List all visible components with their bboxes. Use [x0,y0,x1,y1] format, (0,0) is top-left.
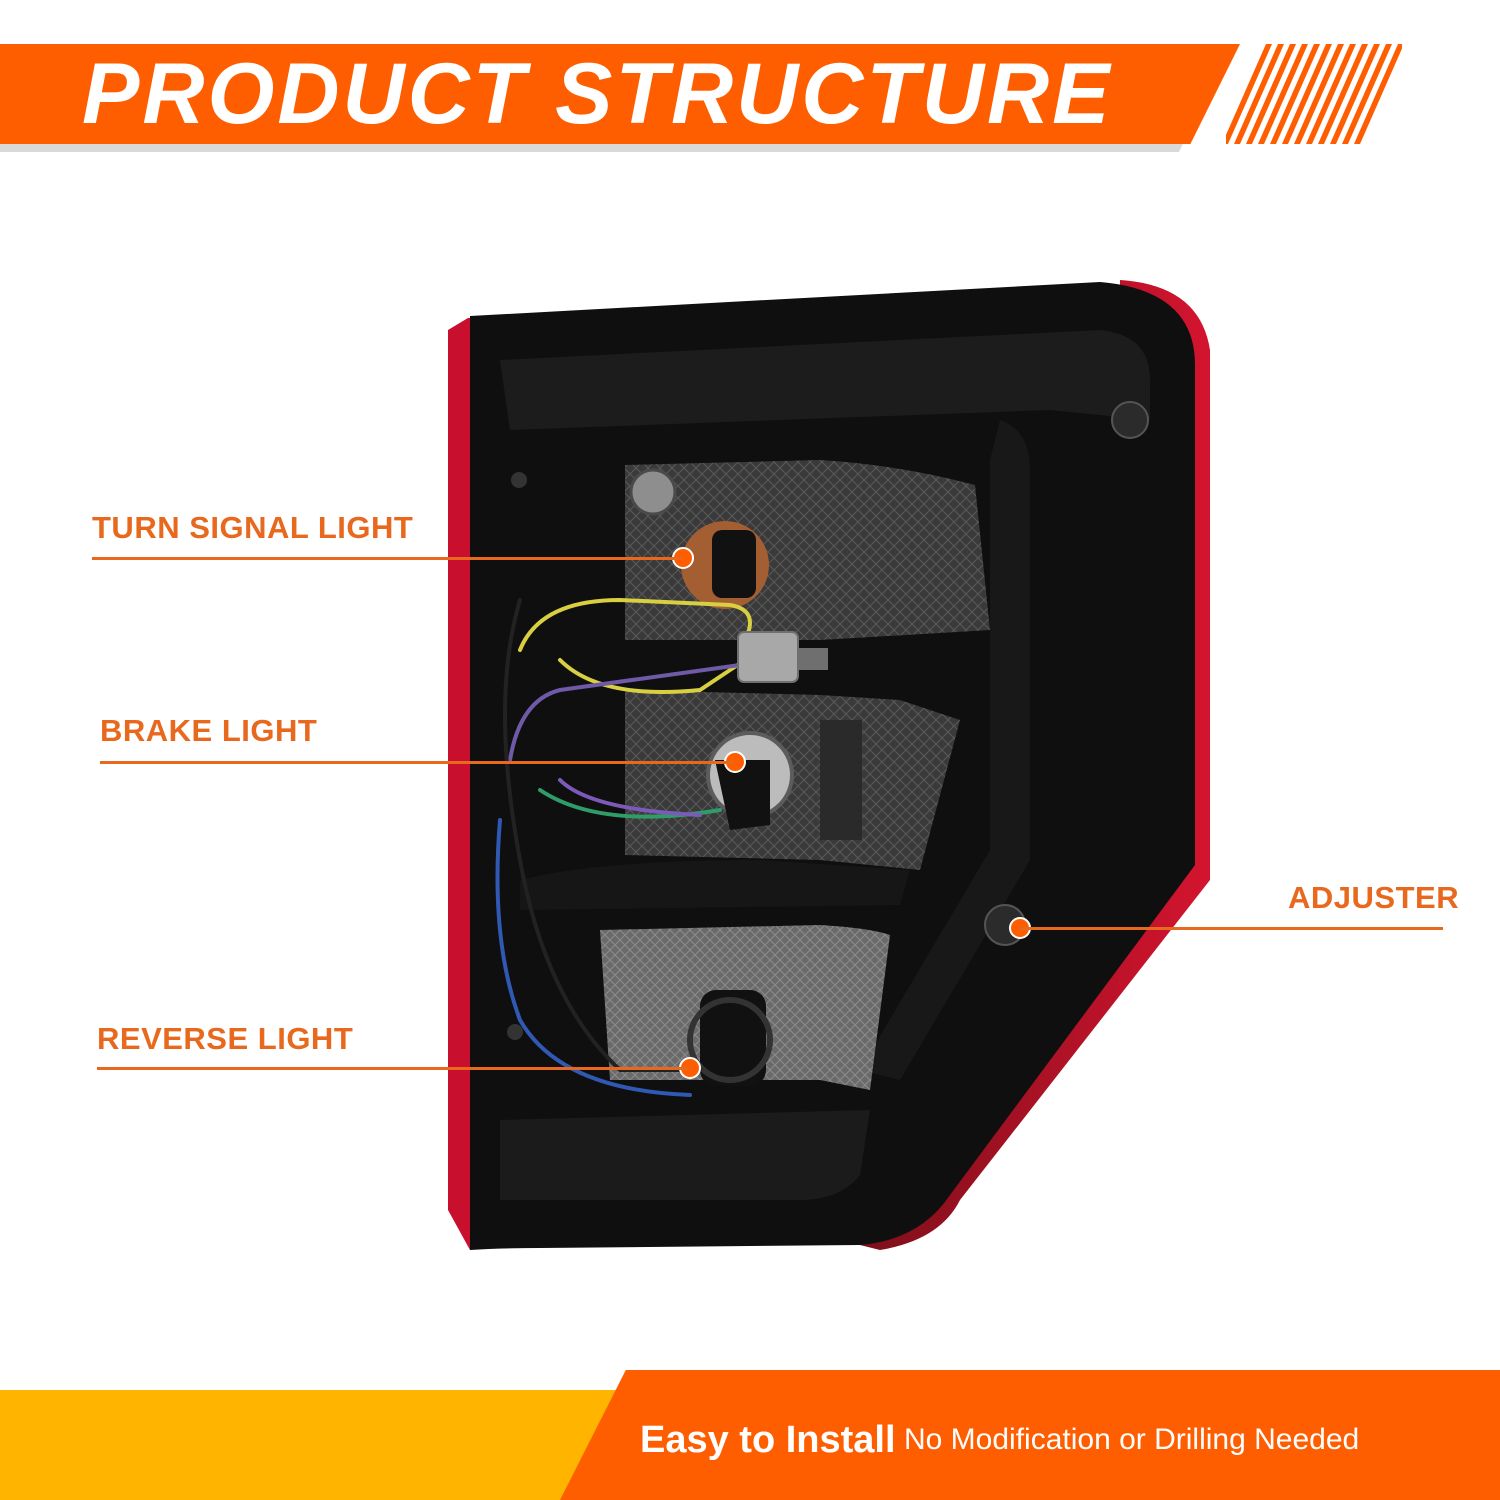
wiring-connector-clip [798,648,828,670]
banner-stripe [1246,44,1296,144]
banner-stripe [1270,44,1320,144]
footer-main-text: Easy to Install [640,1419,896,1461]
title-banner [0,44,1240,144]
footer-sub-text: No Modification or Drilling Needed [904,1423,1360,1456]
turn-signal-socket [712,530,756,598]
banner-stripes-decoration [1226,44,1402,144]
turn-signal-reflector [629,468,677,516]
housing-mid-separator [520,860,910,910]
banner-stripe [1282,44,1332,144]
reverse-leader-line [97,1067,689,1070]
banner-stripe [1318,44,1368,144]
reverse-socket [700,990,766,1086]
red-lens-edge-left [448,318,472,1250]
housing-top-rim [500,330,1150,430]
reverse-label: REVERSE LIGHT [97,1021,354,1056]
banner-stripe [1330,44,1380,144]
adjuster-leader-line [1020,927,1443,930]
reverse-socket-ring [687,997,773,1083]
banner-stripe [1354,44,1402,144]
brake-leader-line [100,761,734,764]
adjuster-label: ADJUSTER [1288,880,1460,915]
wiring-connector [737,631,799,683]
brake-socket [715,760,770,830]
banner-stripe [1234,44,1284,144]
page-title: PRODUCT STRUCTURE [82,46,1113,142]
footer-yellow-band [0,1390,620,1500]
wiring-harness [495,597,752,1097]
mount-stud-left-top [511,472,527,488]
banner-stripe [1306,44,1356,144]
housing-bottom-rim [500,1110,870,1200]
brake-label: BRAKE LIGHT [100,713,318,748]
banner-stripe [1258,44,1308,144]
turn-signal-leader-line [92,557,682,560]
mount-stud-top-right [1111,401,1149,439]
brake-module [820,720,862,840]
banner-stripe [1294,44,1344,144]
footer-orange-band [560,1370,1500,1500]
mount-stud-left-bottom [507,1024,523,1040]
turn-signal-label: TURN SIGNAL LIGHT [92,510,414,545]
banner-stripe [1342,44,1392,144]
banner-stripe [1226,44,1272,144]
